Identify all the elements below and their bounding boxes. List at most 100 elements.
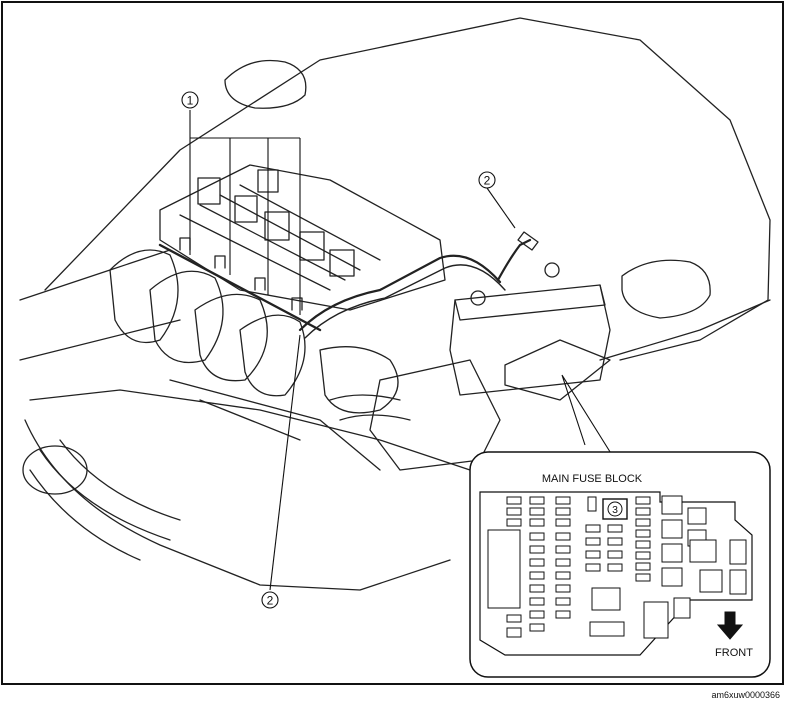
fuse <box>635 507 651 516</box>
fuse <box>529 597 545 606</box>
fuse <box>555 532 571 541</box>
intake-runner <box>109 249 179 344</box>
ignition-coil <box>234 195 258 223</box>
front-bumper <box>24 419 451 591</box>
svg-text:1: 1 <box>187 94 194 108</box>
callout-2-bottom-leader <box>269 334 301 591</box>
fuse-box-in-bay <box>504 339 611 401</box>
hood-outline <box>44 17 771 361</box>
fuse <box>585 550 601 559</box>
fuse-relay <box>699 569 723 593</box>
fuse <box>506 518 522 527</box>
fuse <box>587 496 597 512</box>
fuse <box>607 550 623 559</box>
fuse-relay <box>661 519 683 539</box>
ignition-coil <box>329 249 355 277</box>
lower-engine <box>169 379 381 471</box>
battery-terminal <box>544 262 560 278</box>
fuse-relay <box>673 597 691 619</box>
fuse-relay <box>689 539 717 563</box>
fuse-relay <box>729 569 747 595</box>
fuse <box>635 540 651 549</box>
fuse-block-outline <box>479 491 753 656</box>
strut-tower-left <box>224 59 307 109</box>
fuel-connector <box>517 231 539 251</box>
svg-text:2: 2 <box>267 594 274 608</box>
fuel-connector-hose <box>496 238 532 282</box>
fuse-relay <box>729 539 747 565</box>
callout-2-top-leader <box>486 187 516 229</box>
fuse <box>585 537 601 546</box>
fuse <box>555 610 571 619</box>
fuse-relay <box>589 621 625 637</box>
fuse-relay <box>687 507 707 525</box>
inset-title: MAIN FUSE BLOCK <box>542 473 643 485</box>
battery-terminal <box>470 290 486 306</box>
fuse <box>607 563 623 572</box>
fuse-relay <box>487 529 521 609</box>
svg-text:2: 2 <box>484 174 491 188</box>
callout-2-top: 2 <box>478 171 496 189</box>
fuse <box>506 507 522 516</box>
strut-tower-right <box>621 259 711 319</box>
callout-1: 1 <box>181 91 199 109</box>
fuse <box>555 558 571 567</box>
fuse <box>635 562 651 571</box>
fuse <box>529 623 545 632</box>
fuse <box>529 518 545 527</box>
fuse <box>529 558 545 567</box>
fuse-relay <box>591 587 621 611</box>
intake-runner <box>149 270 224 364</box>
fuse <box>585 524 601 533</box>
fuse <box>506 627 522 638</box>
ignition-coil <box>264 211 290 241</box>
air-cleaner-lid <box>329 394 411 421</box>
battery-top <box>454 284 606 321</box>
fuse <box>529 610 545 619</box>
fuse-relay <box>661 495 683 515</box>
headlight <box>22 445 88 495</box>
callout-3 <box>607 501 623 517</box>
fuse <box>529 584 545 593</box>
fuel-injector <box>179 237 303 311</box>
fuse <box>555 518 571 527</box>
fuse <box>635 518 651 527</box>
right-fender <box>599 299 771 361</box>
fuse <box>635 573 651 582</box>
radiator-support <box>29 389 471 471</box>
image-code: am6xuw0000366 <box>711 690 780 700</box>
fuse <box>555 571 571 580</box>
fuse <box>555 545 571 554</box>
fuel-rail <box>158 243 322 332</box>
fuse <box>555 496 571 505</box>
callout-2-bottom: 2 <box>261 591 279 609</box>
fuel-line-2 <box>304 264 506 339</box>
fuse-relay <box>661 543 683 563</box>
front-arrow-icon <box>716 611 744 640</box>
fuse <box>506 496 522 505</box>
intake-runner <box>239 314 306 397</box>
fuse <box>555 584 571 593</box>
air-intake-hose <box>319 346 399 414</box>
svg-text:3: 3 <box>612 504 618 516</box>
fuse <box>506 614 522 623</box>
fuse <box>555 597 571 606</box>
fuse <box>635 496 651 505</box>
fuse <box>529 532 545 541</box>
inset-pointer <box>561 374 613 456</box>
fuse <box>529 507 545 516</box>
callout-1-leader <box>189 110 301 315</box>
fuse <box>635 529 651 538</box>
fuse <box>635 551 651 560</box>
fuse <box>585 563 601 572</box>
fuse <box>529 571 545 580</box>
front-label: FRONT <box>715 647 753 659</box>
fuse <box>555 507 571 516</box>
fuse-relay <box>643 601 669 639</box>
ignition-coil <box>197 177 221 205</box>
fuel-line <box>298 254 502 332</box>
valve-cover-ribs <box>179 184 381 291</box>
fuse <box>607 524 623 533</box>
grille <box>29 439 181 561</box>
